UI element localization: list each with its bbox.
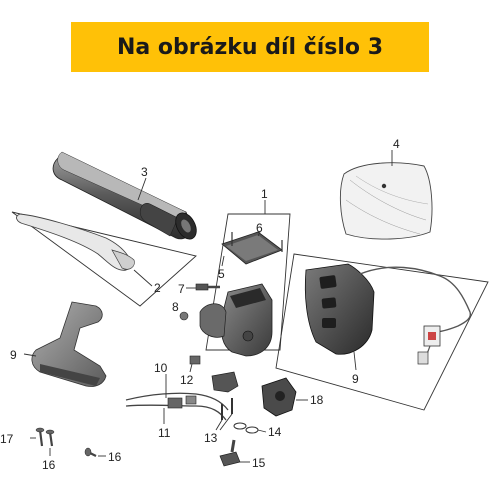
leader-line-9b — [353, 351, 357, 371]
switch-frame — [275, 253, 489, 411]
callout-11: 11 — [158, 426, 171, 440]
callout-12: 12 — [180, 373, 194, 387]
screws-13-part — [221, 398, 233, 420]
screw-16b-part — [84, 447, 97, 457]
part-number-banner: Na obrázku díl číslo 3 — [71, 22, 429, 72]
leader-line-3 — [137, 177, 147, 201]
callout-6: 6 — [256, 221, 263, 235]
screw-7-part — [195, 283, 220, 291]
leader-line-5 — [221, 255, 225, 267]
hand-guard-part — [31, 301, 107, 387]
callout-1: 1 — [261, 187, 268, 201]
fitting-8-part — [179, 311, 189, 321]
callout-16b: 16 — [108, 450, 122, 464]
leader-line-13a — [215, 419, 223, 431]
callout-9a: 9 — [10, 348, 17, 362]
leader-line-12 — [189, 363, 193, 373]
callout-18: 18 — [310, 393, 324, 407]
callout-4: 4 — [393, 137, 400, 151]
grip-part — [52, 151, 197, 240]
leader-line-6 — [257, 231, 261, 237]
lever-frame — [11, 211, 197, 307]
clamp-bracket-part — [211, 371, 239, 393]
callout-2: 2 — [154, 281, 161, 295]
callout-13: 13 — [204, 431, 218, 445]
callout-16: 16 — [42, 458, 56, 472]
washers-14-part — [233, 422, 259, 434]
callout-10: 10 — [154, 361, 168, 375]
banner-text: Na obrázku díl číslo 3 — [116, 34, 384, 60]
screw-17-part — [35, 427, 45, 447]
callout-15: 15 — [252, 456, 266, 470]
connector-12-part — [189, 355, 201, 365]
screw-16a-part — [45, 429, 55, 447]
cover-part — [339, 162, 433, 240]
callout-7: 7 — [178, 282, 185, 296]
switch-housing-part — [304, 263, 472, 365]
clamp-18-part — [261, 377, 297, 417]
callout-9b: 9 — [352, 372, 359, 386]
callout-17: 17 — [0, 432, 14, 446]
leader-line-2 — [133, 269, 153, 287]
leader-line-9a — [23, 353, 37, 357]
master-cylinder-body — [199, 283, 273, 357]
leader-line-13b — [219, 413, 233, 431]
callout-3: 3 — [141, 165, 148, 179]
brake-lever-part — [16, 213, 135, 271]
reservoir-cap-part — [221, 231, 283, 265]
callout-8: 8 — [172, 300, 179, 314]
cable-assembly-part — [125, 392, 229, 421]
callout-14: 14 — [268, 425, 282, 439]
bolt-15-part — [219, 439, 241, 467]
leader-line-14 — [257, 429, 267, 433]
callout-5: 5 — [218, 267, 225, 281]
